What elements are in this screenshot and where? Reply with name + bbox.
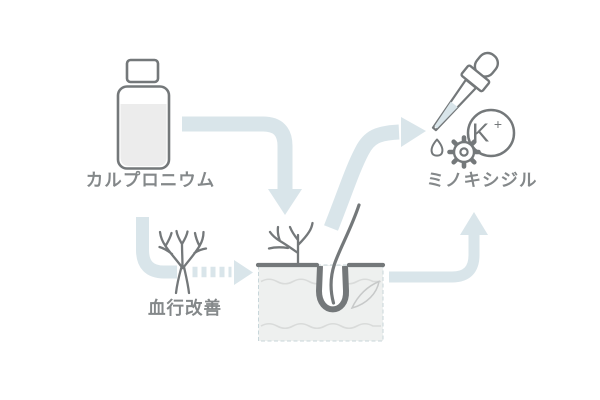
potassium-charge: + (494, 116, 502, 132)
bottle-liquid (120, 104, 167, 166)
dropper-liquid (434, 101, 458, 129)
arrow-vessel-to-skin-dashed (190, 257, 256, 288)
carpronium-label: カルプロニウム (85, 170, 216, 190)
gear-icon (447, 135, 481, 169)
arrow-carpronium-to-vessel (133, 217, 177, 281)
hair-sprout-icon (267, 221, 314, 267)
potassium-symbol: K (472, 118, 490, 148)
arrow-scalp-to-minoxidil-curved (321, 114, 429, 232)
arrow-carpronium-to-scalp (182, 114, 305, 218)
medicine-bottle-icon (116, 58, 171, 170)
skin-wave-line (260, 322, 381, 330)
arrow-skin-to-minoxidil (389, 209, 491, 285)
bottle-cap (125, 58, 160, 84)
sebaceous-gland (350, 280, 380, 310)
blood-vessel-icon (158, 229, 208, 295)
hair-strand (329, 203, 361, 305)
minoxidil-label: ミノキシジル (426, 170, 538, 190)
skin-hair-follicle-icon (255, 203, 386, 342)
droplet-icon (430, 138, 444, 157)
dropper-icon (430, 51, 500, 157)
potassium-ion-badge: K + (466, 108, 516, 158)
blood-circulation-label: 血行改善 (148, 298, 222, 318)
